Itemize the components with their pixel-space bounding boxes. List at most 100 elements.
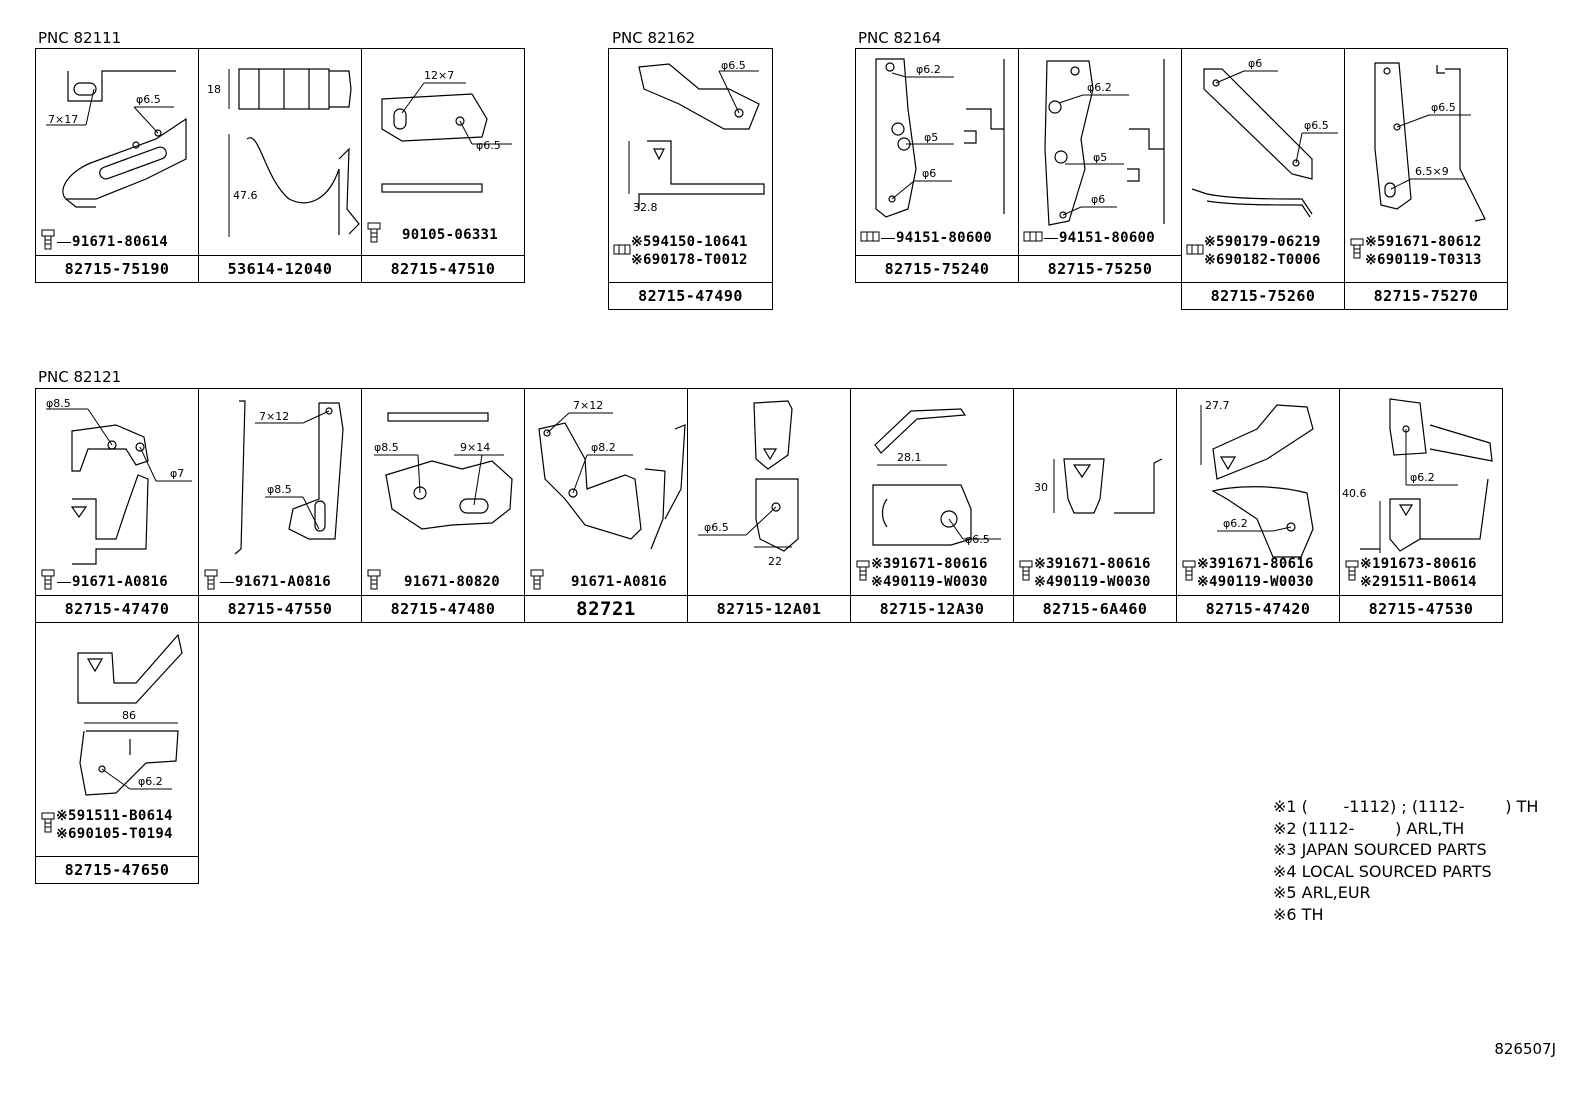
bolt-icon — [366, 569, 382, 595]
fastener-callout: ※391671-80616※490119-W0030 — [855, 555, 988, 591]
bolt-icon — [1018, 560, 1034, 586]
part-cell-82715-47530[interactable]: 40.6 φ6.2 ※191673-80616 ※291511-B0614 827… — [1339, 388, 1503, 623]
nut-icon — [860, 229, 880, 247]
bracket-drawing: φ6.5 22 — [698, 400, 799, 568]
part-cell-82715-47650[interactable]: 86 φ6.2 ※591511-B0614※690105-T0194 82715… — [35, 622, 199, 884]
fastener-part-number: ※690105-T0194 — [56, 826, 173, 842]
bracket-drawing: 12×7 φ6.5 — [381, 69, 512, 193]
bracket-drawing: 30 — [1034, 458, 1163, 514]
fastener-part-number: 91671-A0816 — [72, 574, 169, 590]
part-number[interactable]: 82715-47490 — [609, 282, 772, 309]
bracket-drawing: φ6.2 φ5 φ6 — [875, 58, 1005, 218]
bracket-drawing: φ6.5 6.5×9 — [1374, 62, 1486, 222]
part-number[interactable]: 82715-75260 — [1182, 282, 1344, 309]
part-cell-82715-75260[interactable]: φ6 φ6.5 ※590179-06219※690182-T0006 82715… — [1181, 48, 1345, 310]
dim-label: φ5 — [1093, 151, 1107, 164]
fastener-part-number: 91671-A0816 — [235, 574, 332, 590]
fastener-part-number: ※391671-80616 — [1197, 556, 1314, 572]
part-cell-82715-12A30[interactable]: 28.1 φ6.5 ※391671-80616※490119-W0030 827… — [850, 388, 1014, 623]
part-cell-82715-75190[interactable]: 7×17 φ6.5 91671-80614 82715-75190 — [35, 48, 199, 283]
fastener-part-number: 91671-80614 — [72, 234, 169, 250]
dim-label: φ6.2 — [916, 63, 941, 76]
fastener-part-number: ※490119-W0030 — [1197, 574, 1314, 590]
dim-label: 86 — [122, 709, 136, 722]
part-number[interactable]: 82715-75240 — [856, 255, 1018, 282]
fastener-callout: 94151-80600 — [860, 229, 992, 247]
part-number[interactable]: 82715-47650 — [36, 856, 198, 883]
fastener-part-number: 94151-80600 — [896, 230, 993, 246]
fastener-part-number: ※690119-T0313 — [1365, 252, 1482, 268]
bracket-drawing: 27.7 φ6.2 — [1200, 399, 1314, 558]
bracket-drawing: φ8.5 9×14 — [374, 412, 513, 530]
dim-label: φ8.5 — [374, 441, 399, 454]
dim-label: 7×12 — [259, 410, 289, 423]
fastener-part-number: 91671-A0816 — [571, 574, 668, 590]
part-cell-82715-75240[interactable]: φ6.2 φ5 φ6 94151-80600 82715-75240 — [855, 48, 1019, 283]
fastener-callout: ※591511-B0614※690105-T0194 — [40, 807, 173, 843]
dim-label: 28.1 — [897, 451, 922, 464]
bolt-icon — [40, 569, 56, 595]
footnote: ※4 LOCAL SOURCED PARTS — [1273, 861, 1492, 881]
fastener-part-number: ※191673-80616 — [1360, 556, 1477, 572]
part-cell-82715-6A460[interactable]: 30 ※391671-80616※490119-W0030 82715-6A46… — [1013, 388, 1177, 623]
fastener-callout: 91671-A0816 — [40, 569, 168, 595]
part-number[interactable]: 82715-12A30 — [851, 595, 1013, 622]
dim-label: 40.6 — [1342, 487, 1367, 500]
fastener-callout: 91671-A0816 — [529, 569, 667, 595]
fastener-callout: 91671-80614 — [40, 229, 168, 255]
part-number[interactable]: 82715-47510 — [362, 255, 524, 282]
bracket-drawing: 40.6 φ6.2 — [1342, 398, 1493, 553]
part-number[interactable]: 82715-75270 — [1345, 282, 1507, 309]
fastener-part-number: ※291511-B0614 — [1360, 574, 1477, 590]
dim-label: φ5 — [924, 131, 938, 144]
dim-label: φ6.5 — [721, 59, 746, 72]
part-cell-82715-47490[interactable]: φ6.5 32.8 ※594150-10641※690178-T0012 827… — [608, 48, 773, 310]
part-cell-82715-47550[interactable]: 7×12 φ8.5 91671-A0816 82715-47550 — [198, 388, 362, 623]
fastener-part-number: ※391671-80616 — [1034, 556, 1151, 572]
dim-label: 30 — [1034, 481, 1048, 494]
part-number[interactable]: 82721 — [525, 595, 687, 622]
fastener-callout: ※594150-10641※690178-T0012 — [613, 233, 748, 269]
part-number[interactable]: 82715-47530 — [1340, 595, 1502, 622]
bolt-icon — [40, 812, 56, 838]
part-cell-82715-47420[interactable]: 27.7 φ6.2 ※391671-80616 ※490119-W0030 827… — [1176, 388, 1340, 623]
bracket-drawing: φ6 φ6.5 — [1191, 57, 1338, 218]
part-number[interactable]: 82715-47420 — [1177, 595, 1339, 622]
fastener-part-number: 90105-06331 — [402, 227, 499, 243]
part-cell-82715-47480[interactable]: φ8.5 9×14 91671-80820 82715-47480 — [361, 388, 525, 623]
bolt-icon — [40, 229, 56, 255]
clip-drawing: 18 47.6 — [207, 68, 360, 237]
fastener-callout: ※591671-80612※690119-T0313 — [1349, 233, 1482, 269]
part-number[interactable]: 82715-75190 — [36, 255, 198, 282]
bracket-drawing: φ8.5 φ7 — [46, 397, 192, 565]
bracket-drawing: 86 φ6.2 — [77, 633, 183, 796]
dim-label: 47.6 — [233, 189, 258, 202]
dim-label: 7×17 — [48, 113, 78, 126]
bracket-drawing: φ6.5 32.8 — [628, 59, 765, 214]
part-number[interactable]: 82715-47480 — [362, 595, 524, 622]
part-number[interactable]: 82715-75250 — [1019, 255, 1181, 282]
dim-label: 12×7 — [424, 69, 454, 82]
part-number[interactable]: 82715-6A460 — [1014, 595, 1176, 622]
part-cell-82715-75270[interactable]: φ6.5 6.5×9 ※591671-80612※690119-T0313 82… — [1344, 48, 1508, 310]
part-number[interactable]: 53614-12040 — [199, 255, 361, 282]
bracket-drawing: 28.1 φ6.5 — [872, 408, 1001, 546]
part-cell-82715-12A01[interactable]: φ6.5 22 82715-12A01 — [687, 388, 851, 623]
fastener-part-number: 94151-80600 — [1059, 230, 1156, 246]
bolt-icon — [203, 569, 219, 595]
dim-label: φ6 — [1091, 193, 1105, 206]
part-cell-82715-75250[interactable]: φ6.2 φ5 φ6 94151-80600 82715-75250 — [1018, 48, 1182, 283]
bolt-icon — [1349, 238, 1365, 264]
dim-label: φ6.5 — [704, 521, 729, 534]
part-cell-82721[interactable]: 7×12 φ8.2 91671-A0816 82721 — [524, 388, 688, 623]
part-number[interactable]: 82715-47550 — [199, 595, 361, 622]
part-cell-82715-47510[interactable]: 12×7 φ6.5 90105-06331 82715-47510 — [361, 48, 525, 283]
dim-label: φ8.5 — [267, 483, 292, 496]
nut-icon — [1023, 229, 1043, 247]
part-cell-53614-12040[interactable]: 18 47.6 53614-12040 — [198, 48, 362, 283]
part-number[interactable]: 82715-12A01 — [688, 595, 850, 622]
footnote: ※2 (1112- ) ARL,TH — [1273, 818, 1465, 838]
part-cell-82715-47470[interactable]: φ8.5 φ7 91671-A0816 82715-47470 — [35, 388, 199, 623]
part-number[interactable]: 82715-47470 — [36, 595, 198, 622]
drawing-code: 826507J — [1494, 1040, 1556, 1058]
